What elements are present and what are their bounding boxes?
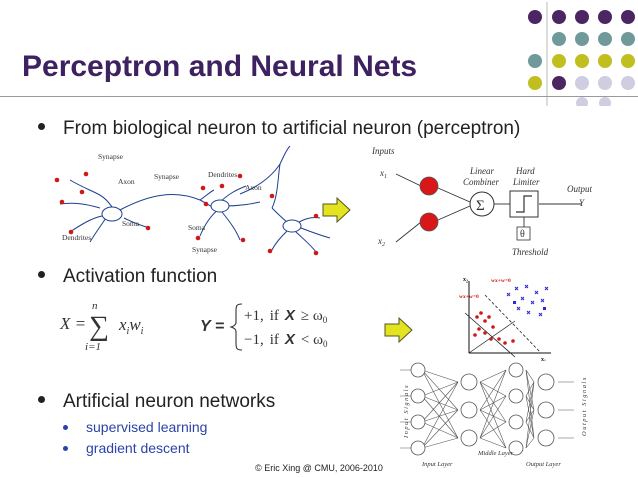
summation-node	[469, 191, 495, 217]
label-input-layer: Input Layer	[421, 461, 453, 468]
axis-label-x2: x2	[463, 277, 468, 284]
label-y: Y	[579, 198, 585, 208]
bullet-dot	[63, 424, 68, 430]
sigma-symbol: Σ	[476, 198, 485, 214]
bullet-dot	[38, 396, 45, 404]
footer-copyright: © Eric Xing @ CMU, 2006-2010	[255, 463, 383, 473]
title-divider	[0, 96, 638, 97]
threshold-box	[516, 226, 531, 241]
bullet-dot	[63, 445, 68, 451]
bullet-dot	[38, 123, 45, 131]
label-x2: x2	[377, 236, 385, 248]
boundary-label: wx+w=0	[491, 278, 511, 284]
label-axon: Axon	[118, 177, 135, 186]
slide-title: Perceptron and Neural Nets	[22, 50, 418, 83]
label-threshold: Threshold	[512, 247, 549, 257]
label-synapse: Synapse	[154, 172, 180, 181]
theta-symbol: θ	[520, 229, 525, 240]
label-x1: x1	[379, 168, 387, 180]
label-input-signals: Input Signals	[403, 384, 410, 439]
bullet-biological-to-artificial: From biological neuron to artificial neu…	[38, 118, 520, 140]
bullet-neuron-networks: Artificial neuron networks	[38, 391, 275, 413]
eq2-lhs: Y =	[200, 318, 224, 335]
input-node-x1	[419, 176, 439, 196]
label-dendrites: Dendrites	[62, 233, 91, 242]
bullet-text: Artificial neuron networks	[63, 391, 276, 412]
sub-bullet-gradient-descent: gradient descent	[63, 440, 190, 456]
linear-classifier-scatter: wx+w=0 wx+w=0 x2 x1	[455, 273, 557, 361]
label-output: Output	[567, 184, 593, 194]
biological-neuron-diagram: Synapse Axon Synapse Dendrites Axon Soma…	[54, 146, 331, 256]
input-node-x2	[419, 212, 439, 232]
neural-network-diagram: Input Signals Output Signals Input Layer…	[400, 362, 588, 468]
bullet-dot	[38, 271, 45, 279]
label-output-layer: Output Layer	[526, 461, 561, 468]
label-limiter: Limiter	[512, 177, 540, 187]
label-middle-layer: Middle Layer	[477, 450, 514, 457]
eq1-lower-limit: i=1	[85, 341, 101, 353]
label-dendrites: Dendrites	[208, 170, 237, 179]
decorative-dot-grid	[528, 2, 635, 106]
label-inputs: Inputs	[371, 146, 395, 156]
summation-symbol: ∑	[89, 311, 109, 342]
weighted-sum-equation: X = n i=1 xiwi ∑	[59, 300, 144, 353]
label-combiner: Combiner	[463, 177, 499, 187]
label-soma: Soma	[122, 219, 140, 228]
brace-icon	[229, 303, 243, 351]
bullet-activation-function: Activation function	[38, 266, 217, 288]
bullet-text: From biological neuron to artificial neu…	[63, 118, 521, 139]
perceptron-diagram: Inputs x1 x2 Linear Combiner Hard Limite…	[371, 146, 593, 257]
axis-label-x1: x1	[541, 357, 546, 361]
eq1-term: xiwi	[118, 315, 144, 337]
eq1-upper-limit: n	[92, 300, 98, 312]
bullet-text: Activation function	[63, 266, 218, 287]
label-output-signals: Output Signals	[581, 376, 588, 436]
label-hard: Hard	[515, 166, 535, 176]
right-arrow-icon	[322, 196, 351, 224]
label-soma: Soma	[188, 223, 206, 232]
label-linear: Linear	[469, 166, 495, 176]
sub-bullet-text: supervised learning	[86, 419, 208, 435]
right-arrow-icon	[384, 317, 413, 343]
label-synapse: Synapse	[192, 245, 218, 254]
label-synapse: Synapse	[98, 152, 124, 161]
eq1-lhs: X =	[59, 314, 86, 333]
label-axon: Axon	[245, 183, 262, 192]
sub-bullet-text: gradient descent	[86, 440, 190, 456]
sub-bullet-supervised-learning: supervised learning	[63, 419, 207, 435]
boundary-label: wx+w=0	[459, 294, 479, 300]
step-function-icon	[516, 195, 532, 213]
